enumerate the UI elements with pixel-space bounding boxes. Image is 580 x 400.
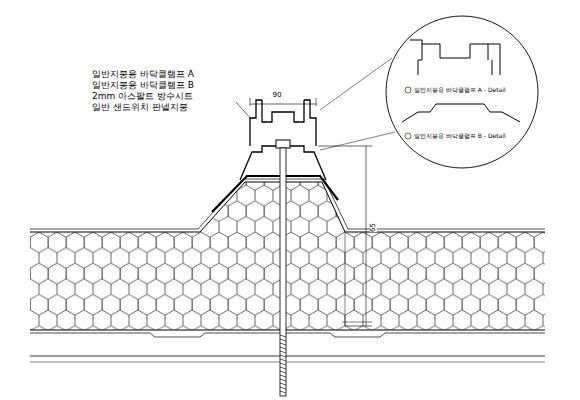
thread-stroke: [280, 367, 286, 369]
part-label: 일반지붕용 바닥클램프 B: [92, 81, 194, 90]
part-label: 2mm 아스팔트 방수시트: [92, 92, 193, 101]
thread-stroke: [280, 379, 286, 381]
thread-stroke: [280, 363, 286, 365]
detail-label: 일반지붕용 바닥클램프 A - Detail: [414, 87, 506, 93]
thread-stroke: [280, 391, 286, 393]
dimension-value: 65: [370, 224, 377, 233]
detail-label: 일반지붕용 바닥클램프 B - Detail: [414, 133, 506, 139]
part-label: 일반 샌드위치 판넬지붕: [92, 103, 188, 112]
thread-stroke: [280, 375, 286, 377]
thread-stroke: [280, 339, 286, 341]
thread-stroke: [280, 335, 286, 337]
thread-stroke: [280, 387, 286, 389]
thread-stroke: [280, 351, 286, 353]
thread-stroke: [280, 359, 286, 361]
thread-stroke: [280, 371, 286, 373]
thread-stroke: [280, 347, 286, 349]
dimension-value: 90: [273, 92, 282, 99]
thread-stroke: [280, 383, 286, 385]
thread-stroke: [280, 343, 286, 345]
part-label: 일반지붕용 바닥클램프 A: [92, 70, 194, 79]
thread-stroke: [280, 355, 286, 357]
